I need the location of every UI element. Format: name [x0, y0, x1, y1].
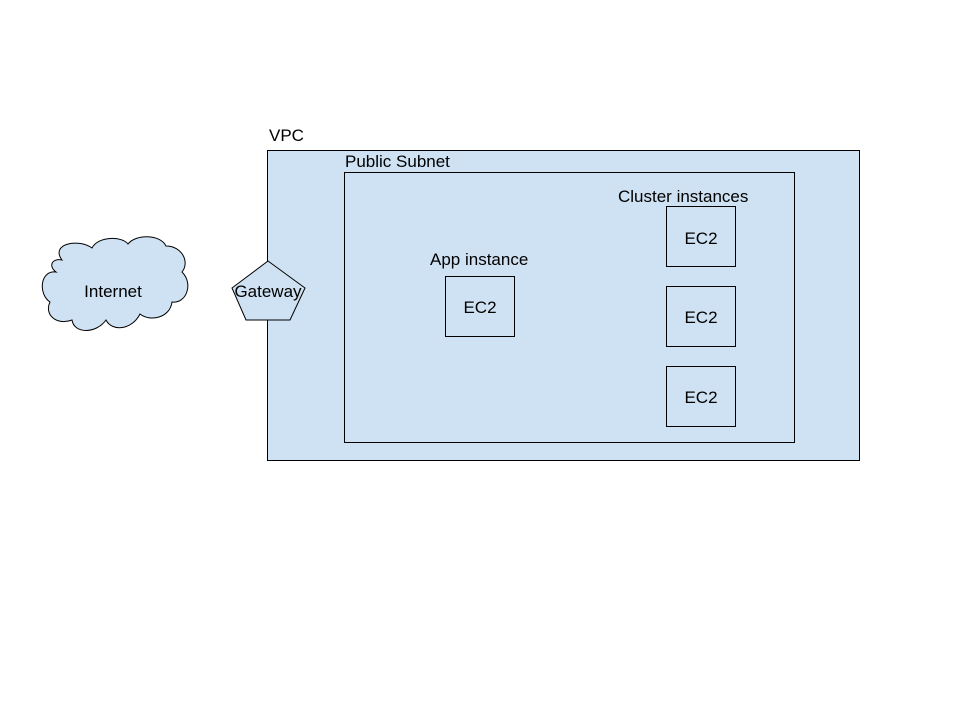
app-instance-label: App instance — [430, 250, 528, 269]
internet-cloud[interactable]: Internet — [41, 236, 189, 331]
cluster-instances-label: Cluster instances — [618, 187, 748, 206]
cluster-ec2-label-3: EC2 — [684, 388, 717, 407]
gateway-label: Gateway — [234, 282, 302, 301]
app-ec2-label: EC2 — [463, 298, 496, 317]
app-ec2-node[interactable]: EC2 — [445, 276, 515, 337]
cluster-ec2-node-3[interactable]: EC2 — [666, 366, 736, 427]
pentagon-icon — [231, 260, 306, 321]
app-ec2-box — [445, 276, 515, 337]
vpc-label: VPC — [269, 126, 304, 145]
gateway-node[interactable]: Gateway — [231, 260, 306, 321]
internet-label: Internet — [84, 282, 142, 301]
cluster-ec2-node-2[interactable]: EC2 — [666, 286, 736, 347]
cluster-ec2-box-1 — [666, 206, 736, 267]
public-subnet-label: Public Subnet — [345, 152, 450, 171]
cluster-ec2-label-1: EC2 — [684, 229, 717, 248]
cluster-ec2-box-3 — [666, 366, 736, 427]
cluster-ec2-label-2: EC2 — [684, 308, 717, 327]
cloud-icon — [41, 236, 189, 331]
cluster-ec2-box-2 — [666, 286, 736, 347]
cluster-ec2-node-1[interactable]: EC2 — [666, 206, 736, 267]
